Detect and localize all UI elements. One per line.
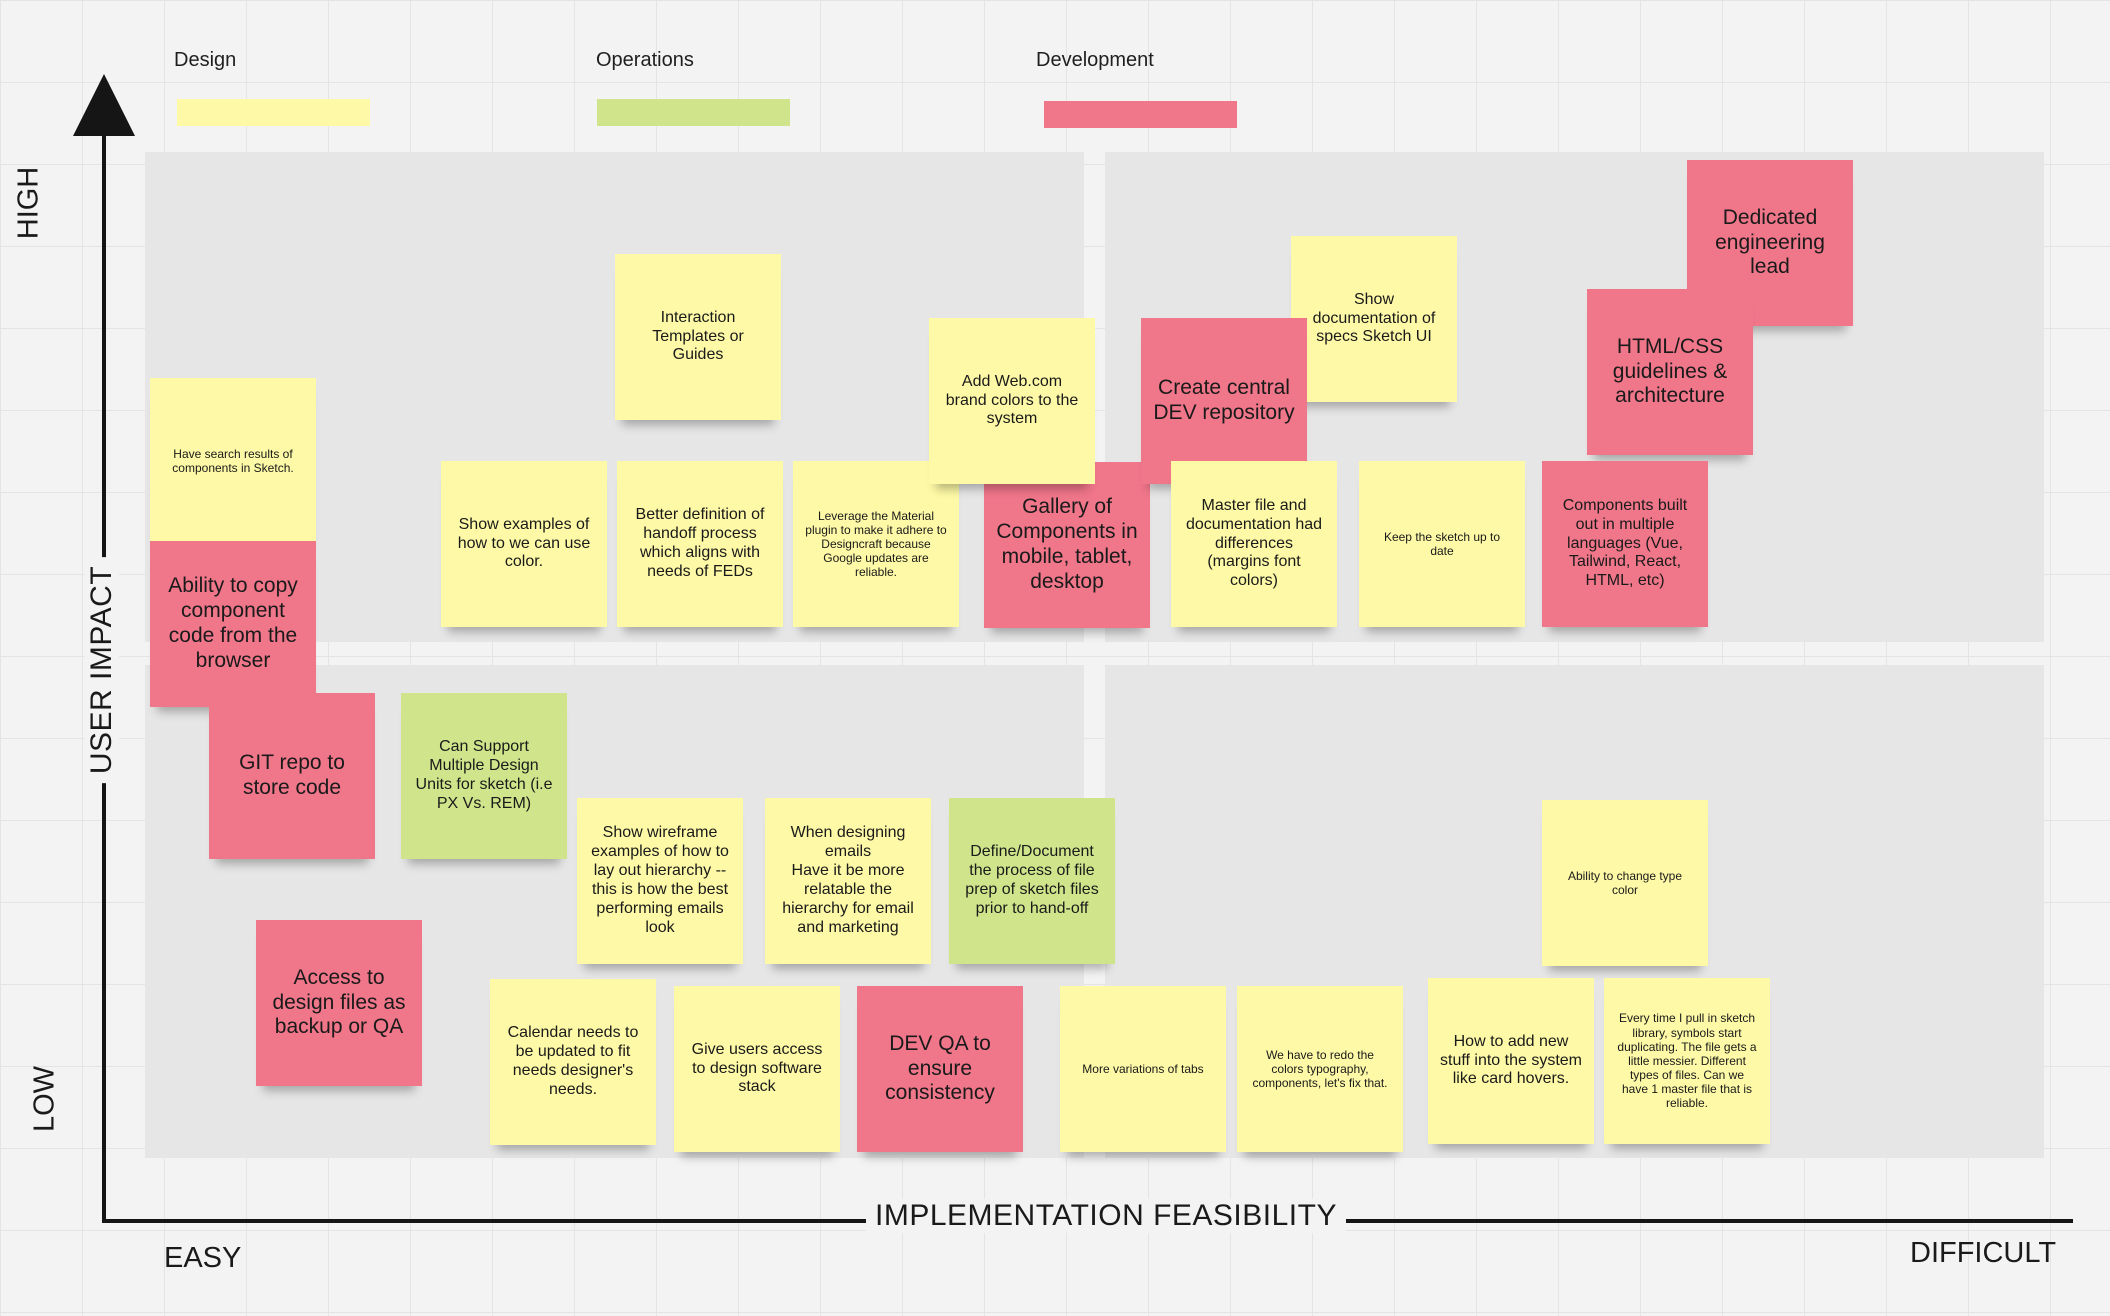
sticky-note-redo-colors[interactable]: We have to redo the colors typography, c… [1237, 986, 1403, 1152]
x-axis-difficult-label: DIFFICULT [1910, 1237, 2057, 1269]
sticky-note-search-results-sketch[interactable]: Have search results of components in Ske… [150, 378, 316, 544]
sticky-note-material-plugin[interactable]: Leverage the Material plugin to make it … [793, 461, 959, 627]
sticky-note-design-files-access[interactable]: Access to design files as backup or QA [256, 920, 422, 1086]
sticky-note-library-duplicates[interactable]: Every time I pull in sketch library, sym… [1604, 978, 1770, 1144]
sticky-note-brand-colors[interactable]: Add Web.com brand colors to the system [929, 318, 1095, 484]
sticky-note-calendar-update[interactable]: Calendar needs to be updated to fit need… [490, 979, 656, 1145]
legend-label-development: Development [1036, 49, 1154, 71]
sticky-note-master-file-differences[interactable]: Master file and documentation had differ… [1171, 461, 1337, 627]
x-axis-easy-label: EASY [164, 1242, 242, 1274]
sticky-note-wireframe-examples[interactable]: Show wireframe examples of how to lay ou… [577, 798, 743, 964]
sticky-note-card-hovers[interactable]: How to add new stuff into the system lik… [1428, 978, 1594, 1144]
sticky-note-central-dev-repository[interactable]: Create central DEV repository [1141, 318, 1307, 484]
sticky-note-keep-sketch-updated[interactable]: Keep the sketch up to date [1359, 461, 1525, 627]
sticky-note-dev-qa[interactable]: DEV QA to ensure consistency [857, 986, 1023, 1152]
sticky-note-color-examples[interactable]: Show examples of how to we can use color… [441, 461, 607, 627]
y-axis-arrow-icon [73, 74, 135, 136]
y-axis-high-label: HIGH [12, 166, 45, 240]
legend-swatch-operations [597, 99, 790, 126]
sticky-note-email-hierarchy[interactable]: When designing emails Have it be more re… [765, 798, 931, 964]
y-axis-low-label: LOW [28, 1065, 61, 1133]
sticky-note-components-gallery[interactable]: Gallery of Components in mobile, tablet,… [984, 462, 1150, 628]
sticky-note-interaction-templates[interactable]: Interaction Templates or Guides [615, 254, 781, 420]
legend-swatch-design [177, 99, 370, 126]
x-axis-title: IMPLEMENTATION FEASIBILITY [866, 1199, 1346, 1233]
sticky-note-software-access[interactable]: Give users access to design software sta… [674, 986, 840, 1152]
sticky-note-change-type-color[interactable]: Ability to change type color [1542, 800, 1708, 966]
legend-label-operations: Operations [596, 49, 694, 71]
sticky-note-copy-component-code[interactable]: Ability to copy component code from the … [150, 541, 316, 707]
legend-label-design: Design [174, 49, 237, 71]
sticky-note-file-prep-process[interactable]: Define/Document the process of file prep… [949, 798, 1115, 964]
sticky-note-tab-variations[interactable]: More variations of tabs [1060, 986, 1226, 1152]
sticky-note-html-css-guidelines[interactable]: HTML/CSS guidelines & architecture [1587, 289, 1753, 455]
sticky-note-multiple-languages[interactable]: Components built out in multiple languag… [1542, 461, 1708, 627]
y-axis-title: USER IMPACT [85, 556, 119, 784]
sticky-note-handoff-process[interactable]: Better definition of handoff process whi… [617, 461, 783, 627]
sticky-note-design-units[interactable]: Can Support Multiple Design Units for sk… [401, 693, 567, 859]
legend-swatch-development [1044, 101, 1237, 128]
sticky-note-git-repo[interactable]: GIT repo to store code [209, 693, 375, 859]
sticky-note-documentation-specs[interactable]: Show documentation of specs Sketch UI [1291, 236, 1457, 402]
